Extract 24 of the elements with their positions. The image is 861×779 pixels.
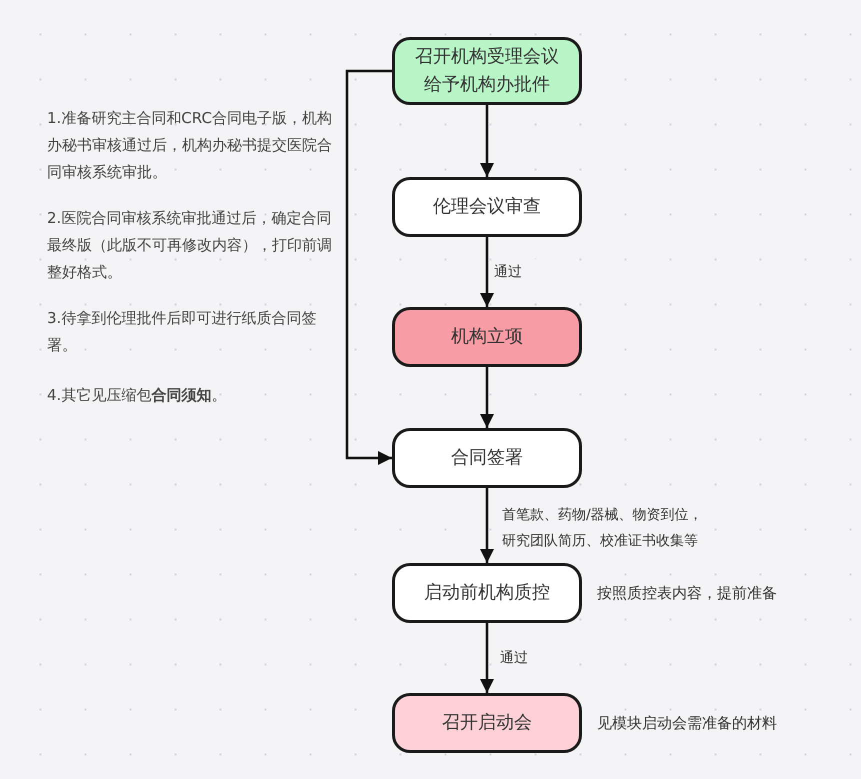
arrow bbox=[480, 105, 494, 177]
box-text: 召开启动会 bbox=[441, 711, 533, 735]
process-box bbox=[392, 37, 582, 105]
note-text: 4.其它见压缩包合同须知。 bbox=[47, 385, 228, 406]
arrow bbox=[346, 70, 392, 465]
note-text: 1.准备研究主合同和CRC合同电子版，机构办秘书审核通过后，机构办秘书提交医院合同审核系统审批。 bbox=[47, 108, 333, 183]
box-text: 合同签署 bbox=[450, 446, 524, 470]
process-box bbox=[392, 177, 582, 237]
box-text: 伦理会议审查 bbox=[432, 195, 542, 219]
box-text: 启动前机构质控 bbox=[423, 581, 551, 605]
side-note: 见模块启动会需准备的材料 bbox=[597, 713, 777, 734]
box-text: 召开机构受理会议给予机构办批件 bbox=[414, 45, 560, 97]
note-text: 3.待拿到伦理批件后即可进行纸质合同签署。 bbox=[47, 308, 318, 356]
process-box bbox=[392, 563, 582, 623]
process-box bbox=[392, 693, 582, 753]
note-text: 2.医院合同审核系统审批通过后，确定合同最终版（此版不可再修改内容），打印前调整好格式。 bbox=[47, 208, 333, 283]
box-text: 机构立项 bbox=[450, 325, 524, 349]
arrow bbox=[480, 623, 494, 693]
arrow bbox=[480, 237, 494, 307]
process-box bbox=[392, 307, 582, 367]
arrow bbox=[480, 488, 494, 563]
side-note: 按照质控表内容，提前准备 bbox=[597, 583, 777, 604]
arrow bbox=[480, 367, 494, 428]
process-box bbox=[392, 428, 582, 488]
